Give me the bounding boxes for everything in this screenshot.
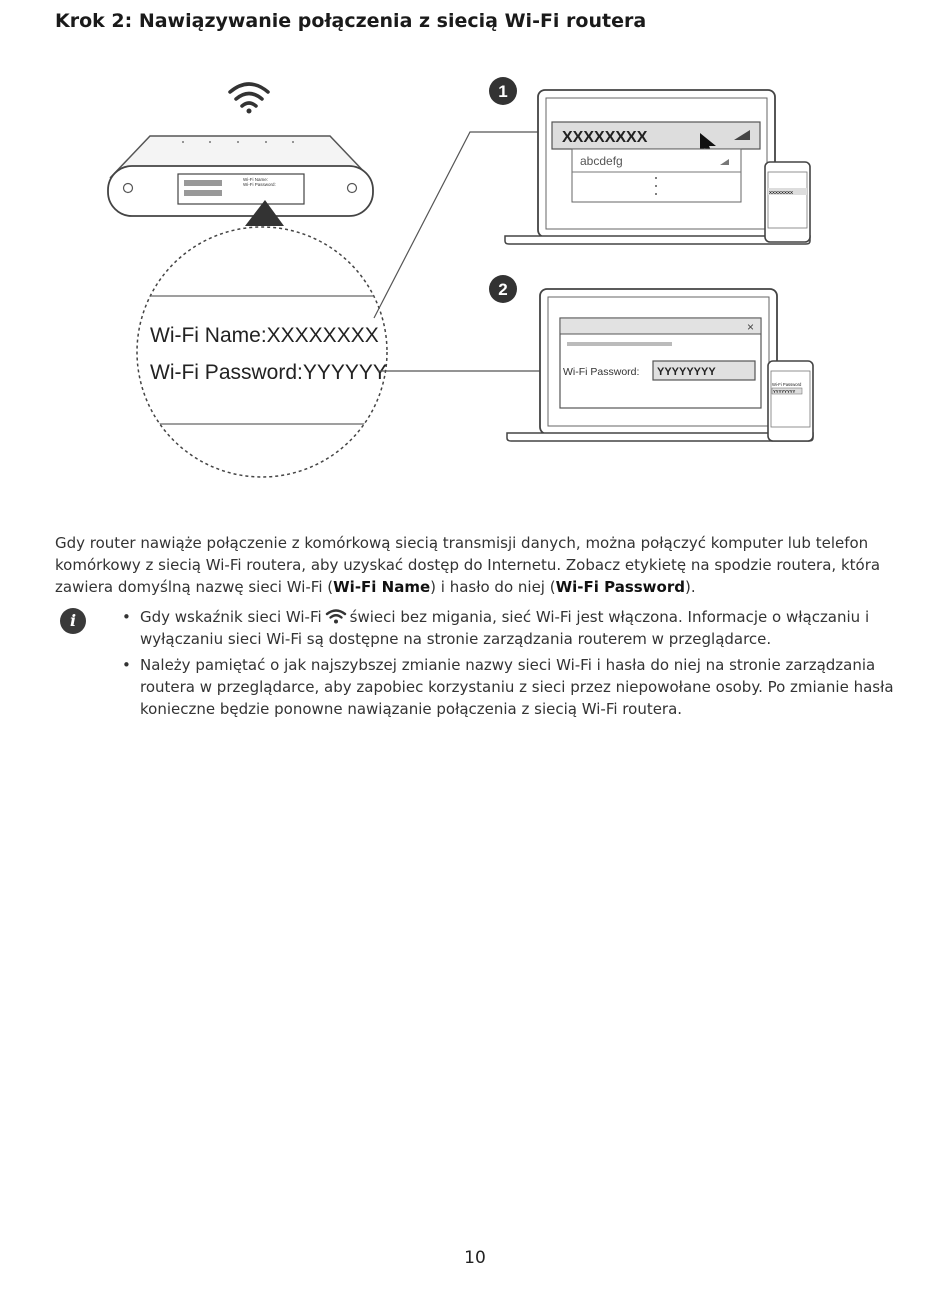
- label-magnifier: Wi-Fi Name:XXXXXXXX Wi-Fi Password:YYYYY…: [136, 226, 415, 478]
- step-2-badge: [489, 275, 517, 303]
- info-icon: i: [60, 608, 86, 634]
- label-pointer: [245, 200, 284, 226]
- network-selected: XXXXXXXX: [562, 129, 648, 146]
- phone-password-value: YYYYYYYY: [773, 389, 796, 394]
- wifi-password-term: Wi-Fi Password: [555, 578, 685, 596]
- phone-step-2: Wi-Fi Password YYYYYYYY: [767, 360, 814, 442]
- wifi-name-term: Wi-Fi Name: [333, 578, 431, 596]
- step-1-badge: [489, 77, 517, 105]
- phone-network: XXXXXXXX: [769, 190, 793, 195]
- wifi-indicator-icon: [325, 609, 346, 624]
- wifi-icon: [228, 82, 270, 114]
- wifi-password-label: Wi-Fi Password:YYYYYYYY: [150, 361, 415, 384]
- password-value: YYYYYYYY: [657, 366, 716, 378]
- router-label-name: Wi-Fi Name:: [243, 177, 268, 182]
- page-title: Krok 2: Nawiązywanie połączenia z siecią…: [55, 10, 647, 32]
- password-prompt: Wi-Fi Password:: [563, 366, 639, 378]
- laptop-step-2: × Wi-Fi Password: YYYYYYYY: [506, 288, 814, 442]
- router-label-password: Wi-Fi Password:: [243, 182, 276, 187]
- cursor-icon: [700, 133, 716, 157]
- router-device: Wi-Fi Name: Wi-Fi Password:: [107, 135, 374, 217]
- page-number: 10: [464, 1248, 486, 1268]
- wifi-name-label: Wi-Fi Name:XXXXXXXX: [150, 324, 379, 347]
- laptop-step-1: XXXXXXXX abcdefg: [504, 89, 811, 245]
- dialog-close-icon: ×: [747, 320, 754, 334]
- phone-step-1: XXXXXXXX: [764, 161, 811, 243]
- network-other: abcdefg: [580, 154, 623, 168]
- wifi-connection-illustration: Wi-Fi Name: Wi-Fi Password: Wi-Fi Name:X…: [107, 77, 814, 478]
- intro-paragraph: Gdy router nawiąże połączenie z komórkow…: [55, 534, 881, 596]
- svg-text:1: 1: [498, 82, 507, 101]
- svg-text:2: 2: [498, 280, 507, 299]
- note-item-2: Należy pamiętać o jak najszybszej zmiani…: [122, 654, 900, 720]
- phone-password-label: Wi-Fi Password: [772, 382, 802, 387]
